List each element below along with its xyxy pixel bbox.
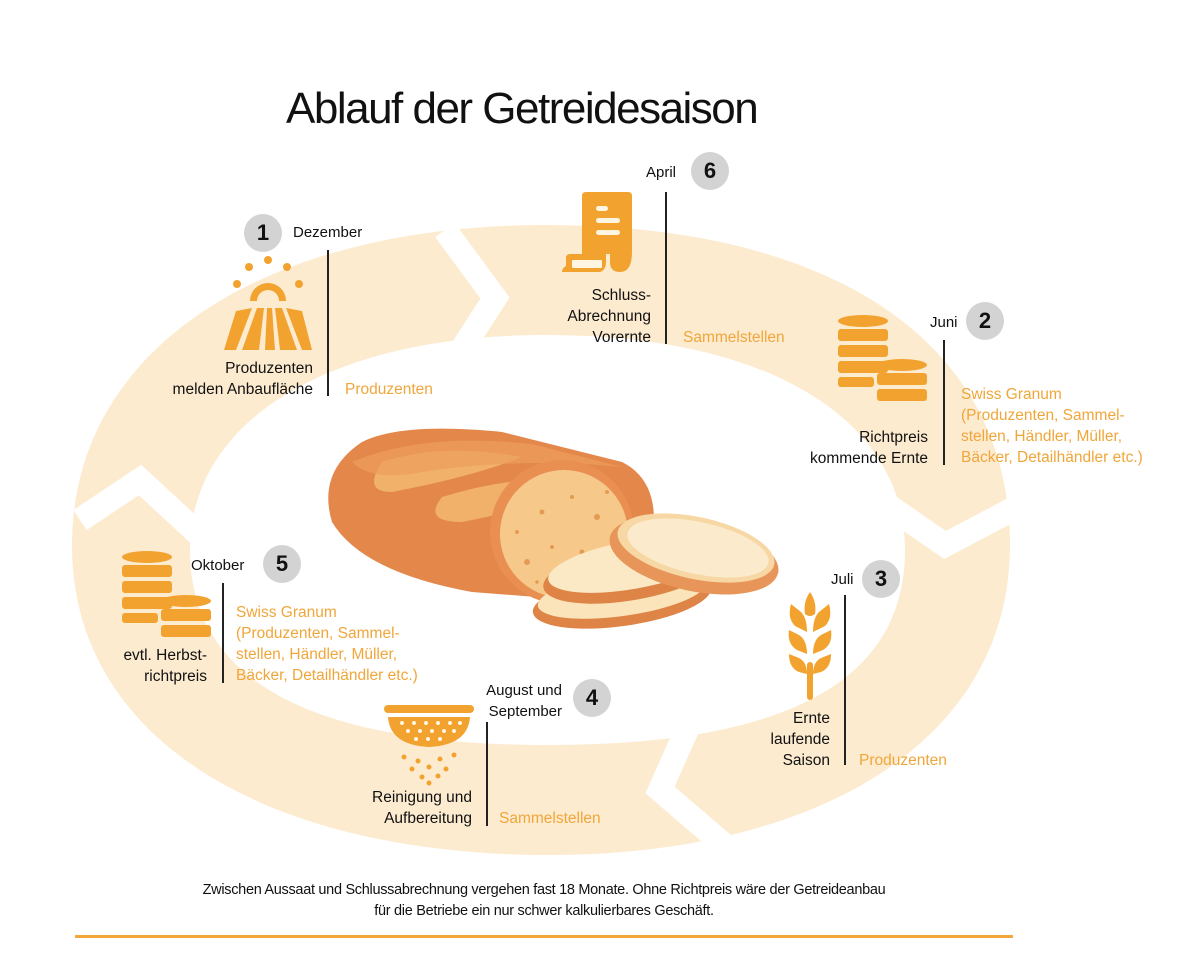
- footnote: Zwischen Aussaat und Schlussabrechnung v…: [75, 880, 1013, 922]
- step-description-line: Schluss-: [591, 287, 651, 304]
- coin-stack-icon: [122, 551, 211, 637]
- divider-line: [222, 583, 224, 683]
- step-actor-line: Sammelstellen: [499, 810, 601, 827]
- step-actor-line: Produzenten: [345, 381, 433, 398]
- divider-line: [327, 250, 329, 396]
- step-actor-line: Produzenten: [859, 752, 947, 769]
- step-actor-line: Swiss Granum: [961, 386, 1062, 403]
- step-actor: Swiss Granum (Produzenten, Sammel- stell…: [961, 384, 1143, 468]
- step-description-line: Reinigung und: [372, 789, 472, 806]
- step-actor-line: Bäcker, Detailhändler etc.): [236, 667, 418, 684]
- step-actor-line: stellen, Händler, Müller,: [236, 646, 398, 663]
- step-actor: Sammelstellen: [499, 808, 601, 829]
- step-month: August und September: [486, 680, 562, 722]
- divider-line: [943, 340, 945, 465]
- step-actor-line: stellen, Händler, Müller,: [961, 428, 1123, 445]
- divider-line: [844, 595, 846, 765]
- step-description-line: richtpreis: [144, 668, 207, 685]
- step-month: April: [646, 164, 677, 181]
- bread-loaf-illustration: [328, 428, 779, 629]
- step-month: Oktober: [191, 557, 245, 574]
- step-number-badge: 1: [244, 214, 282, 252]
- step-number-badge: 2: [966, 302, 1004, 340]
- step-actor-line: (Produzenten, Sammel-: [961, 407, 1125, 424]
- step-number-badge: 3: [862, 560, 900, 598]
- step-actor: Sammelstellen: [683, 327, 785, 348]
- step-actor: Produzenten: [859, 750, 947, 771]
- receipt-scroll-icon: [562, 192, 632, 272]
- step-month: Dezember: [293, 224, 363, 241]
- sunrise-field-icon: [224, 256, 312, 350]
- step-actor-line: Swiss Granum: [236, 604, 337, 621]
- step-number-badge: 4: [573, 679, 611, 717]
- step-description: Reinigung und Aufbereitung: [372, 787, 472, 829]
- step-description-line: Abrechnung: [567, 308, 651, 325]
- step-description-line: kommende Ernte: [809, 450, 928, 467]
- step-description-line: laufende: [770, 731, 830, 748]
- footnote-line: Zwischen Aussaat und Schlussabrechnung v…: [202, 882, 886, 898]
- step-description-line: Vorernte: [592, 329, 651, 346]
- step-month: Juli: [831, 571, 854, 588]
- wheat-icon: [788, 592, 832, 700]
- step-actor: Swiss Granum (Produzenten, Sammel- stell…: [236, 602, 418, 686]
- step-number-badge: 5: [263, 545, 301, 583]
- divider-line: [665, 192, 667, 344]
- step-actor-line: (Produzenten, Sammel-: [236, 625, 400, 642]
- step-actor-line: Bäcker, Detailhändler etc.): [961, 449, 1143, 466]
- step-description-line: evtl. Herbst-: [123, 647, 207, 664]
- coin-stack-icon: [838, 315, 927, 401]
- step-month-line: September: [488, 703, 562, 720]
- step-description: Schluss- Abrechnung Vorernte: [567, 285, 651, 348]
- step-description-line: Produzenten: [225, 360, 313, 377]
- bottom-rule: [75, 935, 1013, 938]
- step-description: Richtpreis kommende Ernte: [810, 427, 928, 469]
- step-description-line: Richtpreis: [859, 429, 928, 446]
- step-description: Produzenten melden Anbaufläche: [173, 358, 313, 400]
- step-description: Ernte laufende Saison: [771, 708, 830, 771]
- step-number-badge: 6: [691, 152, 729, 190]
- step-description-line: Ernte: [792, 710, 830, 727]
- page-title: Ablauf der Getreidesaison: [286, 84, 759, 133]
- step-actor: Produzenten: [345, 379, 433, 400]
- step-description-line: melden Anbaufläche: [172, 381, 313, 398]
- footnote-line: für die Betriebe ein nur schwer kalkulie…: [374, 903, 714, 919]
- step-description: evtl. Herbst- richtpreis: [123, 645, 207, 687]
- step-description-line: Saison: [782, 752, 830, 769]
- sieve-icon: [384, 705, 474, 786]
- step-description-line: Aufbereitung: [384, 810, 472, 827]
- divider-line: [486, 722, 488, 826]
- step-actor-line: Sammelstellen: [683, 329, 785, 346]
- step-month-line: August und: [486, 682, 562, 699]
- step-month: Juni: [930, 314, 958, 331]
